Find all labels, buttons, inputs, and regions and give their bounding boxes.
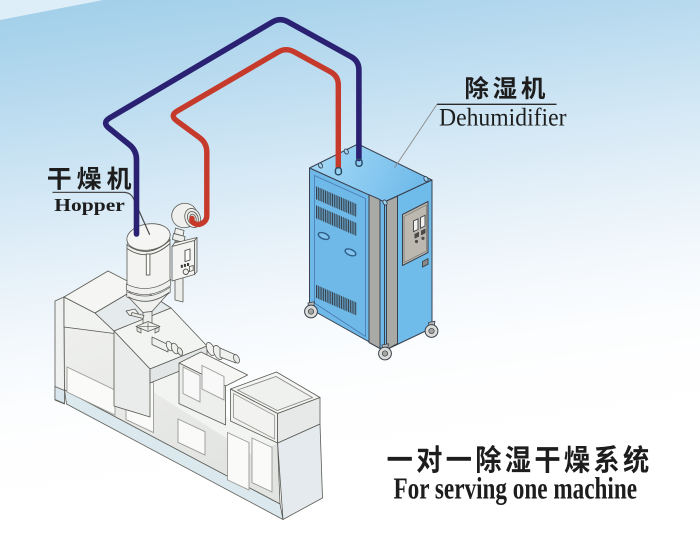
svg-text:Hopper: Hopper xyxy=(54,195,125,215)
svg-text:For serving one machine: For serving one machine xyxy=(394,471,638,506)
svg-text:Dehumidifier: Dehumidifier xyxy=(439,103,567,132)
